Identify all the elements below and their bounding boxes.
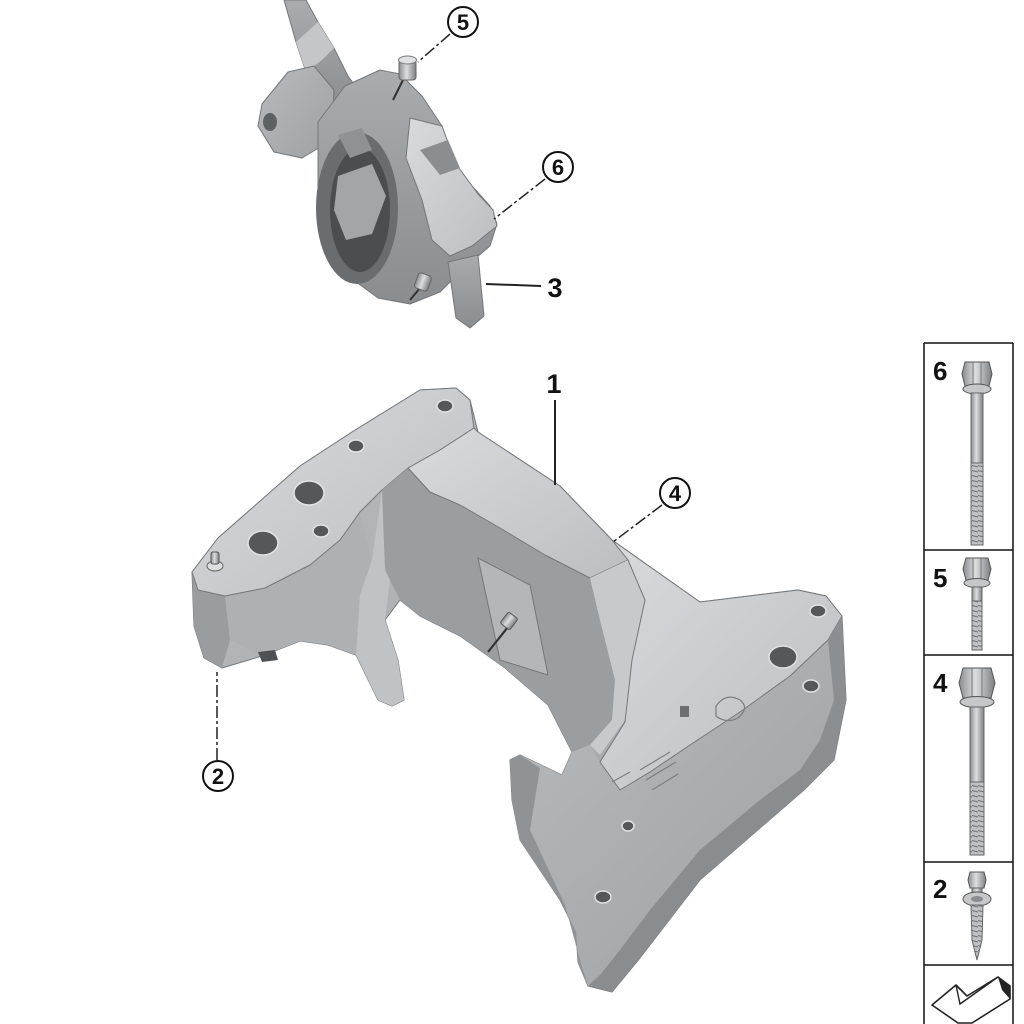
legend-item-4: 4 (933, 667, 996, 856)
callout-3-label: 3 (547, 273, 562, 303)
bracket-right-end-face (800, 616, 846, 790)
engine-mount-part-3 (257, 0, 498, 329)
bracket-stamp (680, 706, 689, 717)
bracket-hole (594, 890, 612, 904)
bolt-thread (971, 600, 983, 651)
folded-sheet-edge (998, 977, 1010, 999)
callout-1-label: 1 (546, 369, 561, 399)
callout-5-label: 5 (457, 10, 469, 35)
bolt-shank (969, 706, 985, 783)
bracket-bottom-edge (588, 770, 804, 992)
bracket-left-flange-front (225, 512, 372, 656)
bolt-thread (969, 781, 985, 856)
hex-flange-bolt-icon (958, 667, 996, 856)
bolt-shank (971, 586, 983, 602)
mount-arm-face (296, 22, 334, 72)
bracket-hole (809, 604, 827, 618)
hex-flange-bolt-short-icon (962, 557, 992, 651)
legend-item-5: 5 (933, 557, 992, 651)
callout-6-leader (493, 178, 546, 220)
legend-item-6-label: 6 (933, 356, 947, 386)
mount-ear-hole (263, 113, 277, 131)
bolt-5-installed (392, 55, 417, 101)
bolt-flange (963, 578, 991, 588)
bracket-right-leg-side (510, 755, 588, 986)
callout-4-ring (659, 477, 691, 509)
bracket-hole (802, 679, 820, 693)
mount-bushing-insert-upper (338, 128, 372, 158)
callout-6-ring (542, 151, 574, 183)
callout-4-label: 4 (669, 481, 682, 506)
callout-4-leader (612, 504, 663, 543)
bracket-slot (258, 650, 278, 662)
bolt-5-head-top (398, 55, 417, 65)
bolt-5-shank (392, 77, 405, 101)
bracket-hole (247, 530, 279, 556)
screw-washer-inner (971, 896, 983, 902)
mount-lower-bolt-shank (409, 287, 421, 301)
folded-sheet-crease (955, 976, 999, 1006)
callout-3: 3 (485, 273, 563, 303)
mount-lower-bolt-installed (409, 272, 432, 301)
bolt-head (961, 361, 993, 387)
screw-thread (970, 904, 984, 961)
callout-2-label: 2 (212, 764, 224, 789)
callout-2-ring (202, 760, 234, 792)
bracket-hole (436, 399, 454, 413)
callout-5-ring (447, 6, 479, 38)
bolt-4-head (500, 612, 518, 630)
bolt-4-installed (487, 612, 518, 653)
callout-5-leader (417, 33, 451, 63)
screw-2-installed (206, 551, 224, 572)
mount-bushing-insert (334, 164, 386, 240)
bolt-head (958, 667, 996, 699)
bracket-trough-right-wall (590, 560, 645, 755)
bracket-bridge-top (407, 427, 629, 579)
bracket-stamp-marks (611, 696, 746, 791)
legend-item-5-label: 5 (933, 563, 947, 593)
callout-6-label: 6 (552, 155, 564, 180)
hex-flange-bolt-long-icon (961, 361, 993, 546)
bracket-part-1 (191, 387, 847, 993)
legend-item-2-label: 2 (933, 874, 947, 904)
bracket-right-flange-top (599, 539, 843, 791)
bracket-hole (293, 480, 325, 506)
bolt-shank (970, 392, 984, 464)
bracket-hole (347, 439, 365, 453)
folded-sheet-arrow-icon (931, 976, 1011, 1024)
bracket-hole (768, 645, 798, 669)
mount-bottom-plate (447, 254, 485, 329)
folded-sheet-outline (931, 976, 1011, 1024)
screw-head (967, 871, 987, 889)
bolt-thread (970, 462, 984, 546)
callout-6: 6 (493, 151, 574, 220)
legend-item-2: 2 (933, 871, 992, 961)
mount-lower-bolt-head (414, 272, 432, 292)
bracket-right-leg-face (510, 640, 834, 986)
callout-1: 1 (546, 369, 562, 485)
legend-item-4-label: 4 (933, 668, 948, 698)
bracket-left-arm-front (192, 572, 230, 668)
legend-item-6: 6 (933, 356, 993, 546)
mount-upper-rib (420, 140, 460, 175)
callout-2: 2 (202, 672, 234, 792)
callout-4: 4 (612, 477, 691, 543)
fastener-legend-panel: 6 5 4 (923, 342, 1014, 1024)
bolt-head (962, 557, 992, 581)
callout-3-leader (485, 283, 542, 287)
screw-2-head (210, 551, 220, 565)
bracket-hole (621, 820, 635, 832)
screw-with-washer-icon (962, 871, 992, 961)
bolt-flange (959, 696, 995, 708)
callout-5: 5 (417, 6, 479, 63)
bracket-hole (312, 524, 330, 538)
